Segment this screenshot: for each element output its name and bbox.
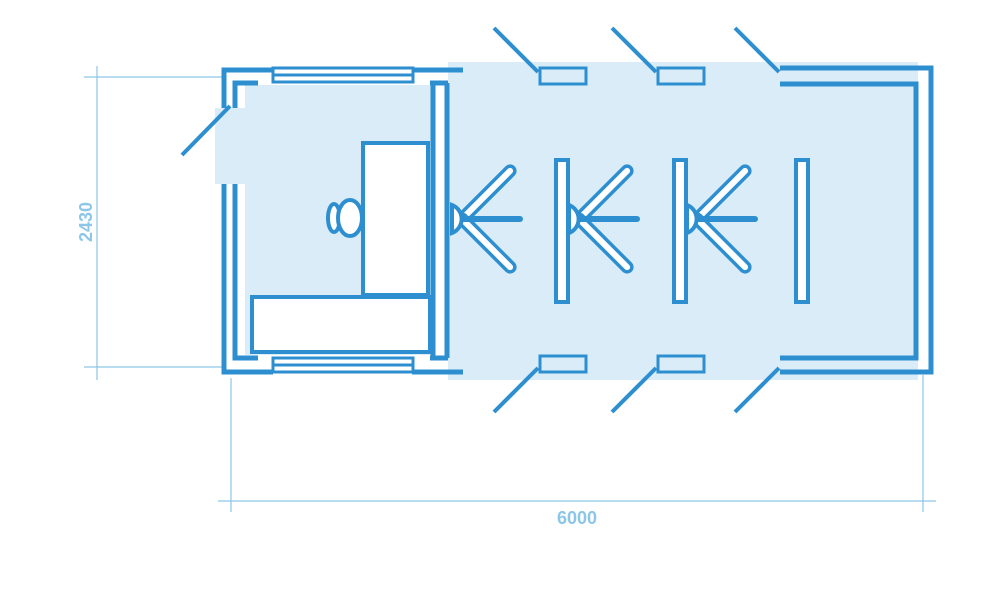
windows: [271, 66, 706, 374]
turnstile-2-arm-down: [576, 216, 631, 271]
turnstile-3-hub: [685, 202, 699, 236]
window-bottom-2: [656, 354, 706, 374]
furniture: [250, 141, 432, 354]
dimension-lines: [84, 66, 936, 512]
door-bottom-1: [492, 366, 540, 414]
chair: [326, 198, 364, 238]
turnstile-3-arm-up: [694, 167, 749, 222]
turnstile-post-3: [794, 158, 810, 304]
turnstile-1-arm-down: [459, 216, 514, 271]
window-top-1: [538, 66, 588, 86]
turnstiles: [450, 158, 810, 304]
door-bottom-2: [610, 366, 658, 414]
desk: [361, 141, 430, 297]
door-top-2: [610, 26, 658, 74]
turnstile-3-arm-down: [694, 216, 749, 271]
turnstile-1-arm-up: [459, 167, 514, 222]
door-left: [180, 104, 232, 157]
outer-walls: [221, 65, 934, 375]
turnstile-post-1: [554, 158, 570, 304]
door-top-3: [733, 26, 781, 74]
floor-fill: [215, 62, 918, 380]
doors: [180, 26, 781, 414]
window-top-2: [656, 66, 706, 86]
door-top-1: [492, 26, 540, 74]
door-bottom-3: [733, 366, 781, 414]
height-label: 2430: [76, 202, 96, 242]
window-bottom-1: [538, 354, 588, 374]
turnstile-post-2: [672, 158, 688, 304]
turnstile-2-arm-up: [576, 167, 631, 222]
turnstile-1-hub: [450, 202, 464, 236]
width-label: 6000: [557, 508, 597, 528]
counter: [250, 295, 432, 354]
turnstile-2-hub: [567, 202, 581, 236]
